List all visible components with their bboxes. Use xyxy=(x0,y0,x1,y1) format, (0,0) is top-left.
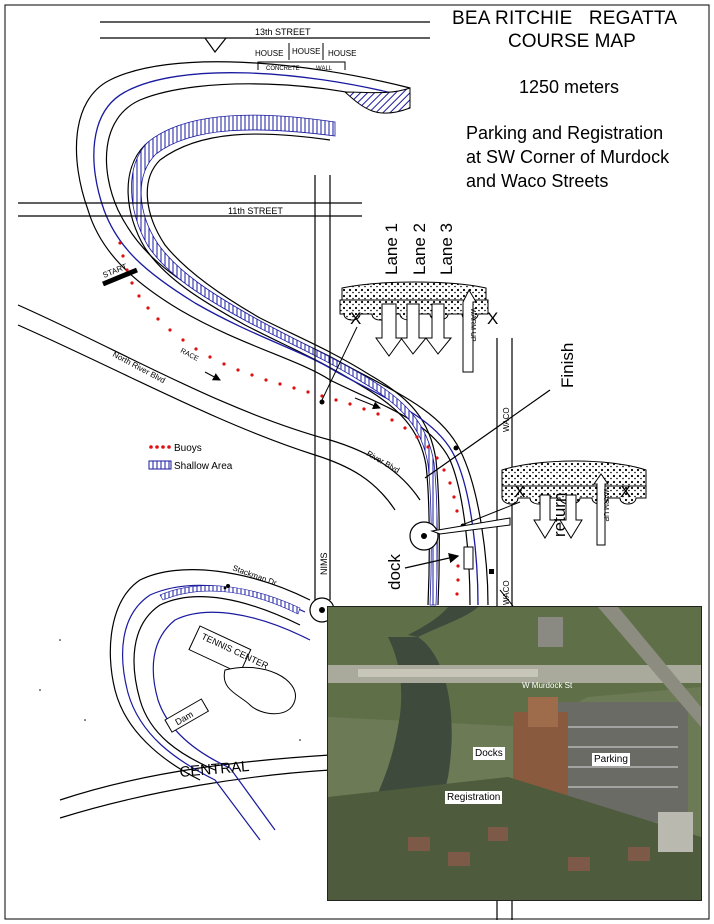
pointer-line xyxy=(321,326,358,401)
parking-note-line3: and Waco Streets xyxy=(466,171,609,191)
photo-docks-label: Docks xyxy=(473,747,505,760)
finish-label: Finish xyxy=(558,343,577,388)
start-line xyxy=(102,267,138,287)
eleventh-street-label: 11th STREET xyxy=(228,206,283,216)
house-label: HOUSE xyxy=(292,47,320,56)
photo-street-label: W Murdock St xyxy=(522,681,573,690)
buoy-line xyxy=(118,241,460,596)
aerial-photo-image xyxy=(328,607,701,900)
parking-note-line1: Parking and Registration xyxy=(466,123,664,143)
parking-note: Parking and Registration at SW Corner of… xyxy=(466,121,669,193)
north-river-blvd-label: North River Blvd xyxy=(111,350,167,385)
house-label: HOUSE xyxy=(328,49,356,58)
lane-3-label: Lane 3 xyxy=(437,223,456,275)
waco-street-label: WACO xyxy=(502,580,511,605)
legend-shallow: Shallow Area xyxy=(174,461,233,472)
dock-label: dock xyxy=(385,554,404,590)
lane-arrows xyxy=(375,288,477,373)
finish-line xyxy=(424,389,551,479)
thirteenth-street-label: 13th STREET xyxy=(255,27,311,37)
pointer-line xyxy=(461,501,521,526)
dock xyxy=(463,546,474,570)
map-border xyxy=(4,4,710,920)
house-label: HOUSE xyxy=(255,49,283,58)
warmup-label: WARM UP xyxy=(602,488,609,522)
nims-street-label: NIMS xyxy=(319,553,329,576)
parking-note-line2: at SW Corner of Murdock xyxy=(466,147,670,167)
north-river-blvd xyxy=(17,304,421,511)
waco-street-label: WACO xyxy=(502,407,511,432)
x-marker: X xyxy=(514,482,525,501)
course-distance: 1250 meters xyxy=(519,77,620,97)
eleventh-street xyxy=(18,202,362,217)
map-title-line2: COURSE MAP xyxy=(508,31,636,52)
map-title-line1: BEA RITCHIE REGATTA xyxy=(452,8,678,29)
dock-arrow xyxy=(404,552,460,569)
shallow-hatched-area xyxy=(343,87,411,114)
race-direction-arrow xyxy=(354,397,381,410)
shallow-area xyxy=(131,114,438,606)
central-street-label: CENTRAL xyxy=(179,758,250,781)
photo-registration-label: Registration xyxy=(445,791,503,804)
lower-river-area xyxy=(59,568,331,819)
concrete-label: CONCRETE xyxy=(266,66,300,72)
x-marker: X xyxy=(620,482,631,501)
x-marker: X xyxy=(487,309,498,328)
x-marker: X xyxy=(350,309,361,328)
photo-parking-label: Parking xyxy=(592,753,630,766)
race-direction-arrow xyxy=(204,371,221,381)
stackman-label: Stackman Dr. xyxy=(231,563,279,588)
thirteenth-street xyxy=(100,21,430,39)
return-arrows xyxy=(533,473,609,546)
legend-buoys: Buoys xyxy=(174,443,202,454)
warmup-label: WARM UP xyxy=(469,308,476,342)
wall-label: WALL xyxy=(316,66,333,72)
aerial-photo: W Murdock St Docks Parking Registration xyxy=(327,606,702,901)
nims-street xyxy=(314,175,331,600)
lane-2-label: Lane 2 xyxy=(410,223,429,275)
river-blvd-label: River Blvd xyxy=(365,449,401,475)
lane-1-label: Lane 1 xyxy=(382,223,401,275)
legend: Buoys Shallow Area xyxy=(148,443,233,472)
dam: Dam xyxy=(164,698,210,733)
